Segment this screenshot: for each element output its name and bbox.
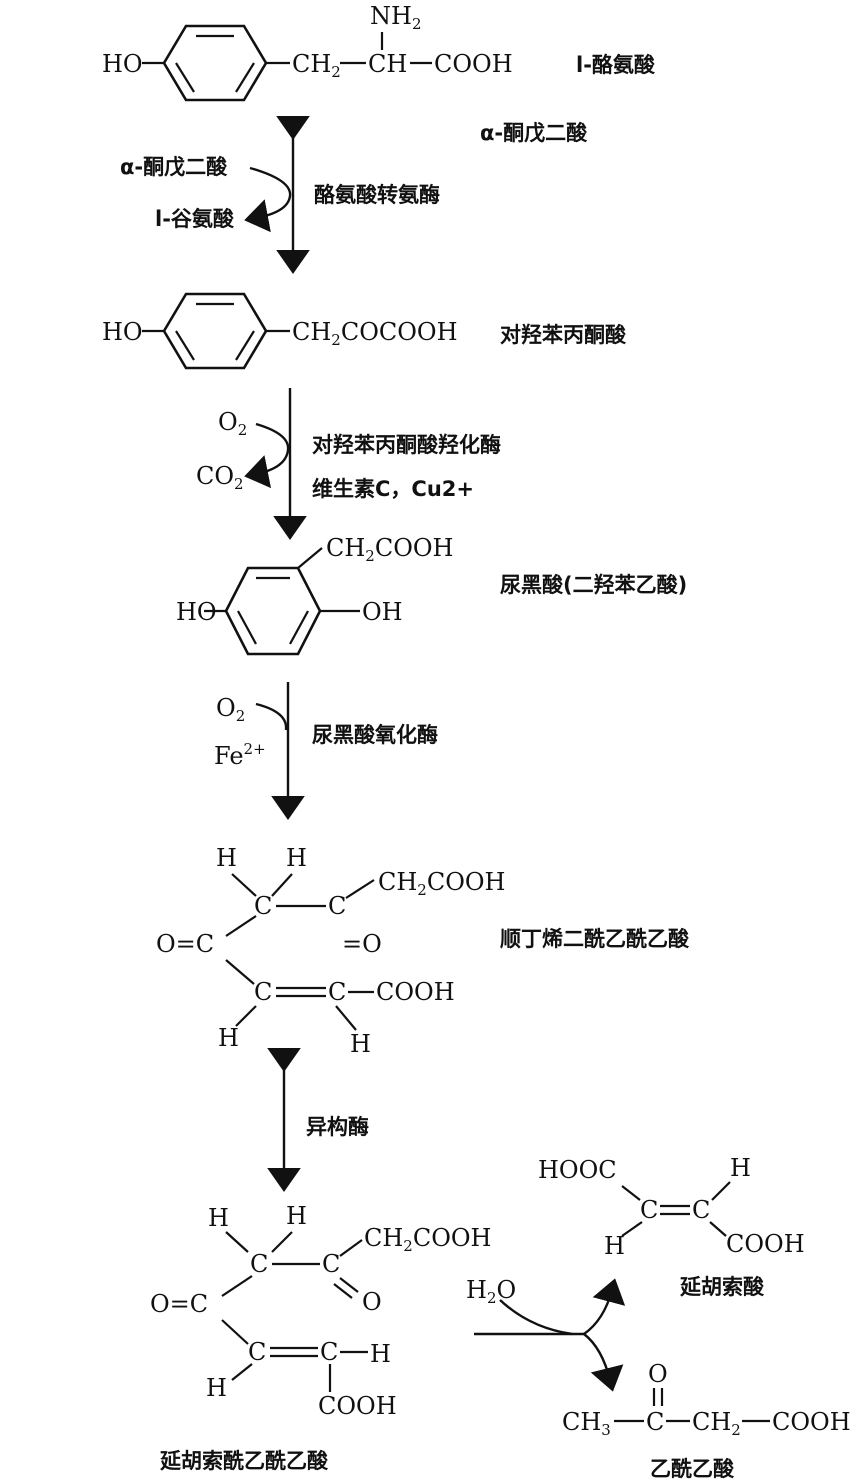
step1-side-in: α-酮戊二酸 — [120, 155, 228, 179]
tyrosine-ho: HO — [102, 50, 143, 78]
step4-enzyme: 异构酶 — [306, 1115, 369, 1139]
step5-arrow-fumarate — [583, 1278, 626, 1335]
faa-h3: H — [206, 1374, 227, 1402]
fumarate-c2: C — [692, 1196, 710, 1224]
faa-c4: C — [320, 1338, 338, 1366]
fumarylacetoacetate-name: 延胡索酰乙酰乙酸 — [159, 1449, 329, 1473]
hpp-structure: HO CH2COCOOH — [102, 292, 458, 370]
acetoacetate-structure: O CH3 C CH2 COOH — [562, 1360, 851, 1439]
maa-c1: C — [254, 892, 272, 920]
faa-o-eq-c: O=C — [150, 1290, 208, 1318]
maa-h4: H — [350, 1030, 371, 1058]
faa-c1: C — [250, 1250, 268, 1278]
step3-fe: Fe2+ — [214, 740, 266, 770]
step2-enzyme: 对羟苯丙酮酸羟化酶 — [312, 433, 501, 457]
acetoacetate-c: C — [646, 1408, 664, 1436]
fumarate-name: 延胡索酸 — [679, 1275, 765, 1299]
tyrosine-cooh: COOH — [434, 50, 513, 78]
fumarate-h1: H — [604, 1232, 625, 1260]
acetoacetate-ch2: CH2 — [692, 1408, 741, 1439]
faa-eq-o: O — [362, 1288, 382, 1316]
faa-cooh: COOH — [318, 1392, 397, 1420]
faa-ch2cooh: CH2COOH — [364, 1224, 492, 1255]
maa-h3: H — [218, 1024, 239, 1052]
step5-water-curve — [499, 1299, 573, 1336]
tyrosine-nh2: NH2 — [370, 2, 421, 33]
maa-ch2cooh: CH2COOH — [378, 868, 506, 899]
hpp-name: 对羟苯丙酮酸 — [500, 323, 627, 347]
fumarate-cooh: COOH — [726, 1230, 805, 1258]
faa-h4: H — [370, 1340, 391, 1368]
homogentisate-ho: HO — [176, 598, 217, 626]
maleylacetoacetate-structure: H H C C CH2COOH =O O=C C C COOH H H — [156, 844, 506, 1058]
tyrosine-name: l-酪氨酸 — [576, 53, 656, 77]
maa-c3: C — [254, 978, 272, 1006]
step1-enzyme: 酪氨酸转氨酶 — [314, 183, 440, 207]
step3-o2: O2 — [216, 694, 245, 725]
tyrosine-structure: HO CH2 CH NH2 COOH — [102, 2, 513, 102]
acetoacetate-cooh: COOH — [772, 1408, 851, 1436]
step5-h2o: H2O — [466, 1276, 516, 1307]
faa-c2: C — [322, 1250, 340, 1278]
maa-eq-o: =O — [342, 930, 382, 958]
fumarate-c1: C — [640, 1196, 658, 1224]
maa-h2: H — [286, 844, 307, 872]
step5-arrow-acetoacetate — [583, 1333, 624, 1392]
acetoacetate-name: 乙酰乙酸 — [650, 1457, 735, 1481]
step1-product-note: α-酮戊二酸 — [480, 121, 588, 145]
faa-c3: C — [248, 1338, 266, 1366]
hpp-chain: CH2COCOOH — [292, 318, 458, 349]
homogentisate-oh: OH — [362, 598, 403, 626]
fumarate-hooc: HOOC — [538, 1156, 617, 1184]
step2-cofactor: 维生素C，Cu2+ — [312, 477, 474, 501]
step2-o2: O2 — [218, 408, 247, 439]
homogentisate-chain: CH2COOH — [326, 534, 454, 565]
fumarylacetoacetate-structure: H H C C CH2COOH O O=C C C H H COOH — [150, 1202, 492, 1420]
maa-c4: C — [328, 978, 346, 1006]
hpp-ho: HO — [102, 318, 143, 346]
maleylacetoacetate-name: 顺丁烯二酰乙酰乙酸 — [500, 927, 690, 951]
step1-side-out: l-谷氨酸 — [155, 207, 235, 231]
step1-side-arrow — [244, 166, 292, 233]
faa-h1: H — [208, 1204, 229, 1232]
acetoacetate-o: O — [648, 1360, 668, 1388]
step2-co2: CO2 — [196, 462, 244, 493]
step2-side-arrow — [244, 422, 290, 489]
homogentisate-name: 尿黑酸(二羟苯乙酸) — [500, 573, 687, 597]
maa-h1: H — [216, 844, 237, 872]
acetoacetate-ch3: CH3 — [562, 1408, 611, 1439]
step3-enzyme: 尿黑酸氧化酶 — [312, 723, 438, 747]
fumarate-structure: HOOC C C H H COOH — [538, 1154, 805, 1260]
fumarate-h2: H — [730, 1154, 751, 1182]
faa-h2: H — [286, 1202, 307, 1230]
maa-c2: C — [328, 892, 346, 920]
maa-o-eq-c: O=C — [156, 930, 214, 958]
homogentisate-benzene-ring — [224, 566, 322, 656]
tyrosine-ch: CH — [368, 50, 407, 78]
homogentisate-structure: CH2COOH HO OH — [176, 534, 454, 656]
maa-cooh: COOH — [376, 978, 455, 1006]
step3-side-arrow — [255, 702, 288, 731]
tyrosine-ch2: CH2 — [292, 50, 341, 81]
